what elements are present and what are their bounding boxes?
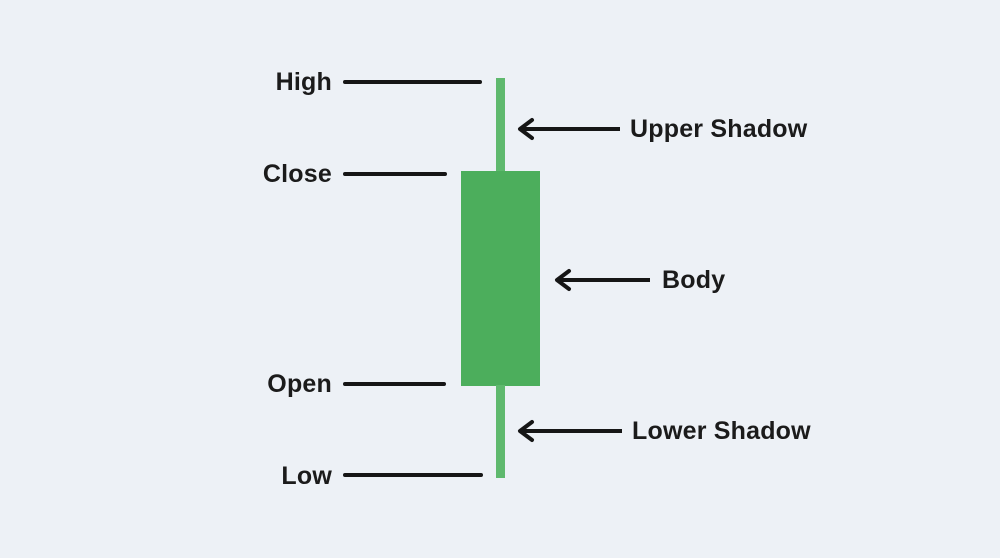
lower-shadow-arrow-left-icon [518, 420, 622, 442]
candle-body [461, 171, 540, 386]
close-label: Close [262, 160, 332, 188]
high-callout-line [343, 80, 482, 84]
body-label: Body [662, 266, 726, 294]
upper-shadow-wick [496, 78, 505, 172]
low-callout-line [343, 473, 483, 477]
upper-shadow-label: Upper Shadow [630, 115, 808, 143]
body-arrow-left-icon [555, 269, 650, 291]
open-label: Open [267, 370, 332, 398]
lower-shadow-label: Lower Shadow [632, 417, 811, 445]
high-label: High [275, 68, 332, 96]
upper-shadow-arrow-left-icon [518, 118, 620, 140]
close-callout-line [343, 172, 447, 176]
low-label: Low [281, 462, 332, 490]
lower-shadow-wick [496, 385, 505, 478]
open-callout-line [343, 382, 446, 386]
